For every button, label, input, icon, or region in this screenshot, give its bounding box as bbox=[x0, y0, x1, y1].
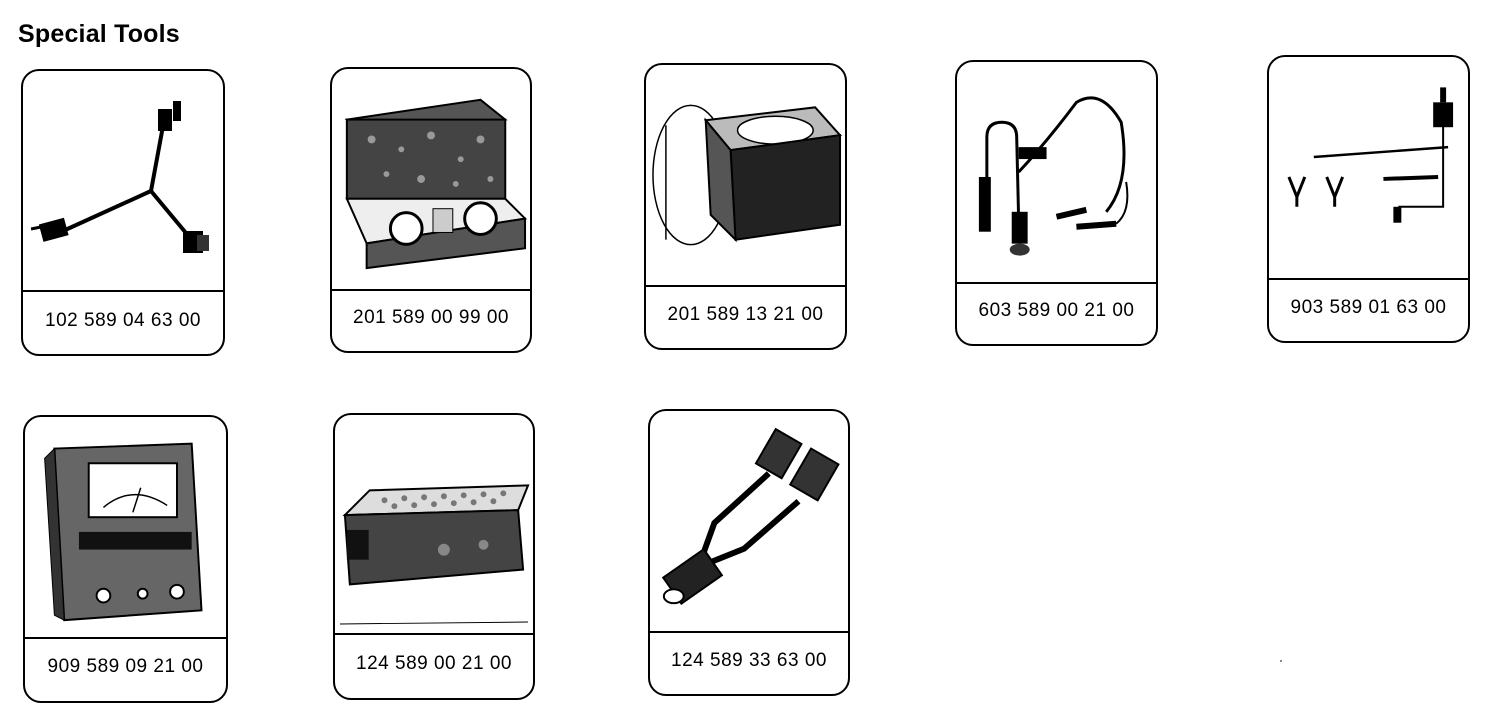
test-box-with-cable-icon bbox=[646, 65, 845, 287]
tool-card-6[interactable]: 909 589 09 21 00 bbox=[23, 415, 228, 703]
sensor-clamp-cable-icon bbox=[957, 62, 1156, 284]
tool-card-8[interactable]: 124 589 33 63 00 bbox=[648, 409, 850, 696]
test-lead-set-icon bbox=[1269, 57, 1468, 280]
scan-speck bbox=[1280, 660, 1282, 662]
part-number: 102 589 04 63 00 bbox=[45, 310, 201, 331]
part-number: 903 589 01 63 00 bbox=[1290, 297, 1447, 318]
test-case-kit-icon bbox=[332, 69, 530, 291]
connector-test-box-icon bbox=[335, 415, 533, 635]
part-number: 909 589 09 21 00 bbox=[47, 656, 204, 677]
part-number: 201 589 13 21 00 bbox=[667, 304, 824, 325]
tool-card-2[interactable]: 201 589 00 99 00 bbox=[330, 67, 532, 353]
meter-instrument-icon bbox=[25, 417, 226, 639]
tool-card-1[interactable]: 102 589 04 63 00 bbox=[21, 69, 225, 356]
tool-card-5[interactable]: 903 589 01 63 00 bbox=[1267, 55, 1470, 343]
tool-card-7[interactable]: 124 589 00 21 00 bbox=[333, 413, 535, 700]
page-title: Special Tools bbox=[18, 20, 180, 48]
tool-card-3[interactable]: 201 589 13 21 00 bbox=[644, 63, 847, 350]
part-number: 124 589 00 21 00 bbox=[356, 653, 512, 674]
y-adapter-connector-icon bbox=[650, 411, 848, 633]
y-adapter-cable-icon bbox=[23, 71, 223, 292]
part-number: 124 589 33 63 00 bbox=[671, 650, 827, 671]
tool-card-4[interactable]: 603 589 00 21 00 bbox=[955, 60, 1158, 346]
part-number: 603 589 00 21 00 bbox=[978, 300, 1135, 321]
part-number: 201 589 00 99 00 bbox=[353, 307, 509, 328]
